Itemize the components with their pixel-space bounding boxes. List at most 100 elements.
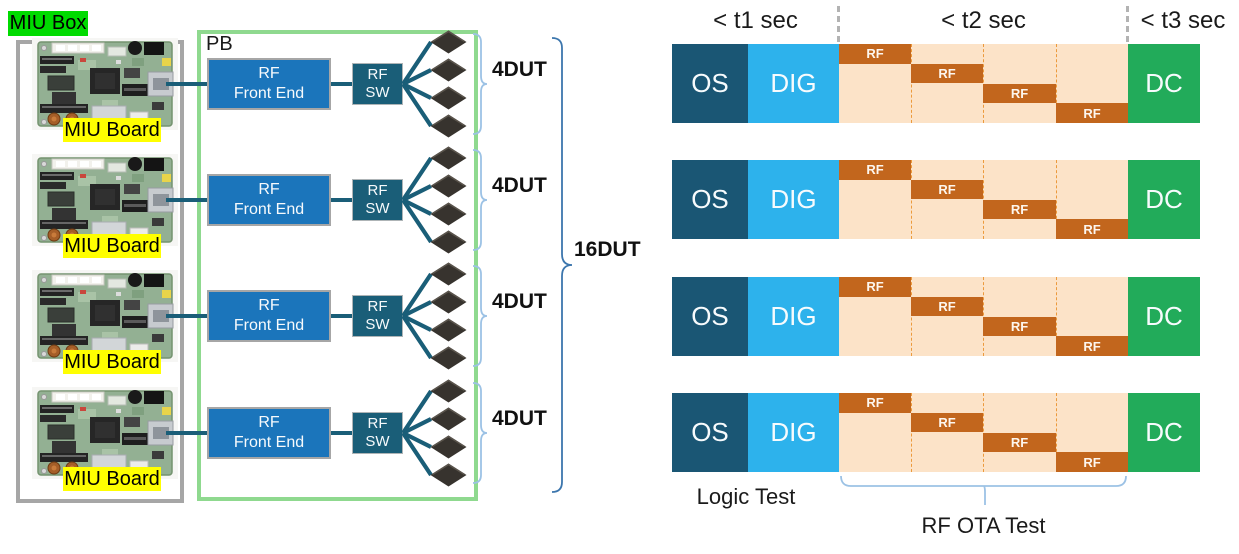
rf-slot-divider bbox=[911, 44, 912, 123]
rf-front-end-line1: RF bbox=[258, 414, 280, 431]
rf-block: RF bbox=[983, 83, 1056, 104]
rf-ota-test-label: RF OTA Test bbox=[921, 513, 1046, 538]
rf-block: RF bbox=[911, 63, 983, 84]
dut-fanout-diamonds bbox=[400, 377, 470, 489]
rf-slot-divider bbox=[911, 277, 912, 356]
fe-to-sw-line bbox=[331, 82, 352, 86]
rf-ota-brace bbox=[840, 475, 1127, 505]
os-segment: OS bbox=[672, 277, 748, 356]
rf-front-end-line2: Front End bbox=[233, 201, 305, 218]
rf-slot-divider bbox=[1056, 393, 1057, 472]
rf-block: RF bbox=[911, 412, 983, 433]
miu-board-photo bbox=[32, 387, 178, 479]
miu-board-label: MIU Board bbox=[63, 467, 161, 491]
rf-sw-line2: SW bbox=[365, 200, 390, 217]
rf-slot-divider bbox=[1056, 44, 1057, 123]
rf-block: RF bbox=[839, 277, 911, 297]
timeline-header-t2: < t2 sec bbox=[941, 7, 1026, 34]
dc-segment: DC bbox=[1128, 393, 1200, 472]
dut-fanout-diamonds bbox=[400, 144, 470, 256]
dig-segment: DIG bbox=[748, 44, 839, 123]
total-dut-label: 16DUT bbox=[574, 238, 641, 261]
board-to-fe-line bbox=[166, 431, 207, 435]
rf-sw-box: RF SW bbox=[352, 179, 403, 221]
dig-segment: DIG bbox=[748, 160, 839, 239]
rf-front-end-line2: Front End bbox=[233, 85, 305, 102]
header-divider-dash bbox=[837, 6, 840, 42]
fe-to-sw-line bbox=[331, 198, 352, 202]
rf-block: RF bbox=[839, 160, 911, 180]
rf-ota-segment: RF RF RF RF bbox=[839, 277, 1128, 356]
dc-segment: DC bbox=[1128, 160, 1200, 239]
dc-segment: DC bbox=[1128, 44, 1200, 123]
dut-group-label: 4DUT bbox=[492, 407, 547, 430]
dut-group-label: 4DUT bbox=[492, 58, 547, 81]
rf-block: RF bbox=[1056, 219, 1128, 239]
rf-block: RF bbox=[1056, 336, 1128, 356]
rf-sw-box: RF SW bbox=[352, 295, 403, 337]
total-dut-bracket bbox=[551, 37, 573, 493]
header-divider-dash bbox=[1126, 6, 1129, 42]
pb-label: PB bbox=[206, 33, 233, 55]
dut-group-brace bbox=[471, 380, 489, 486]
timeline-header-t1: < t1 sec bbox=[713, 7, 798, 34]
rf-sw-line1: RF bbox=[367, 182, 388, 199]
timeline-header-t3: < t3 sec bbox=[1140, 7, 1226, 34]
rf-block: RF bbox=[839, 44, 911, 64]
rf-block: RF bbox=[911, 296, 983, 317]
miu-box-label: MIU Box bbox=[8, 11, 88, 36]
rf-front-end-line1: RF bbox=[258, 181, 280, 198]
rf-block: RF bbox=[983, 432, 1056, 453]
rf-block: RF bbox=[1056, 103, 1128, 123]
logic-test-label: Logic Test bbox=[696, 484, 796, 509]
os-segment: OS bbox=[672, 44, 748, 123]
rf-block: RF bbox=[983, 316, 1056, 337]
dc-segment: DC bbox=[1128, 277, 1200, 356]
rf-front-end-line2: Front End bbox=[233, 317, 305, 334]
rf-front-end-box: RF Front End bbox=[207, 58, 331, 110]
dut-fanout-diamonds bbox=[400, 260, 470, 372]
rf-ota-segment: RF RF RF RF bbox=[839, 44, 1128, 123]
dut-group-brace bbox=[471, 263, 489, 369]
rf-front-end-box: RF Front End bbox=[207, 174, 331, 226]
rf-slot-divider bbox=[911, 160, 912, 239]
dig-segment: DIG bbox=[748, 393, 839, 472]
rf-sw-line1: RF bbox=[367, 66, 388, 83]
rf-sw-box: RF SW bbox=[352, 412, 403, 454]
rf-ota-segment: RF RF RF RF bbox=[839, 393, 1128, 472]
miu-board-photo bbox=[32, 38, 178, 130]
dut-group-label: 4DUT bbox=[492, 174, 547, 197]
miu-board-photo bbox=[32, 154, 178, 246]
rf-front-end-line1: RF bbox=[258, 297, 280, 314]
rf-front-end-box: RF Front End bbox=[207, 290, 331, 342]
rf-sw-line2: SW bbox=[365, 84, 390, 101]
rf-sw-box: RF SW bbox=[352, 63, 403, 105]
miu-board-photo bbox=[32, 270, 178, 362]
miu-board-label: MIU Board bbox=[63, 118, 161, 142]
rf-sw-line1: RF bbox=[367, 298, 388, 315]
rf-sw-line1: RF bbox=[367, 415, 388, 432]
rf-front-end-line1: RF bbox=[258, 65, 280, 82]
rf-sw-line2: SW bbox=[365, 316, 390, 333]
rf-sw-line2: SW bbox=[365, 433, 390, 450]
board-to-fe-line bbox=[166, 314, 207, 318]
rf-slot-divider bbox=[1056, 160, 1057, 239]
fe-to-sw-line bbox=[331, 431, 352, 435]
dut-fanout-diamonds bbox=[400, 28, 470, 140]
rf-front-end-line2: Front End bbox=[233, 434, 305, 451]
dut-group-brace bbox=[471, 31, 489, 137]
dut-group-brace bbox=[471, 147, 489, 253]
rf-slot-divider bbox=[911, 393, 912, 472]
os-segment: OS bbox=[672, 393, 748, 472]
rf-ota-segment: RF RF RF RF bbox=[839, 160, 1128, 239]
rf-block: RF bbox=[983, 199, 1056, 220]
rf-block: RF bbox=[1056, 452, 1128, 472]
dig-segment: DIG bbox=[748, 277, 839, 356]
miu-board-label: MIU Board bbox=[63, 350, 161, 374]
board-to-fe-line bbox=[166, 198, 207, 202]
rf-block: RF bbox=[911, 179, 983, 200]
rf-slot-divider bbox=[1056, 277, 1057, 356]
fe-to-sw-line bbox=[331, 314, 352, 318]
miu-board-label: MIU Board bbox=[63, 234, 161, 258]
board-to-fe-line bbox=[166, 82, 207, 86]
